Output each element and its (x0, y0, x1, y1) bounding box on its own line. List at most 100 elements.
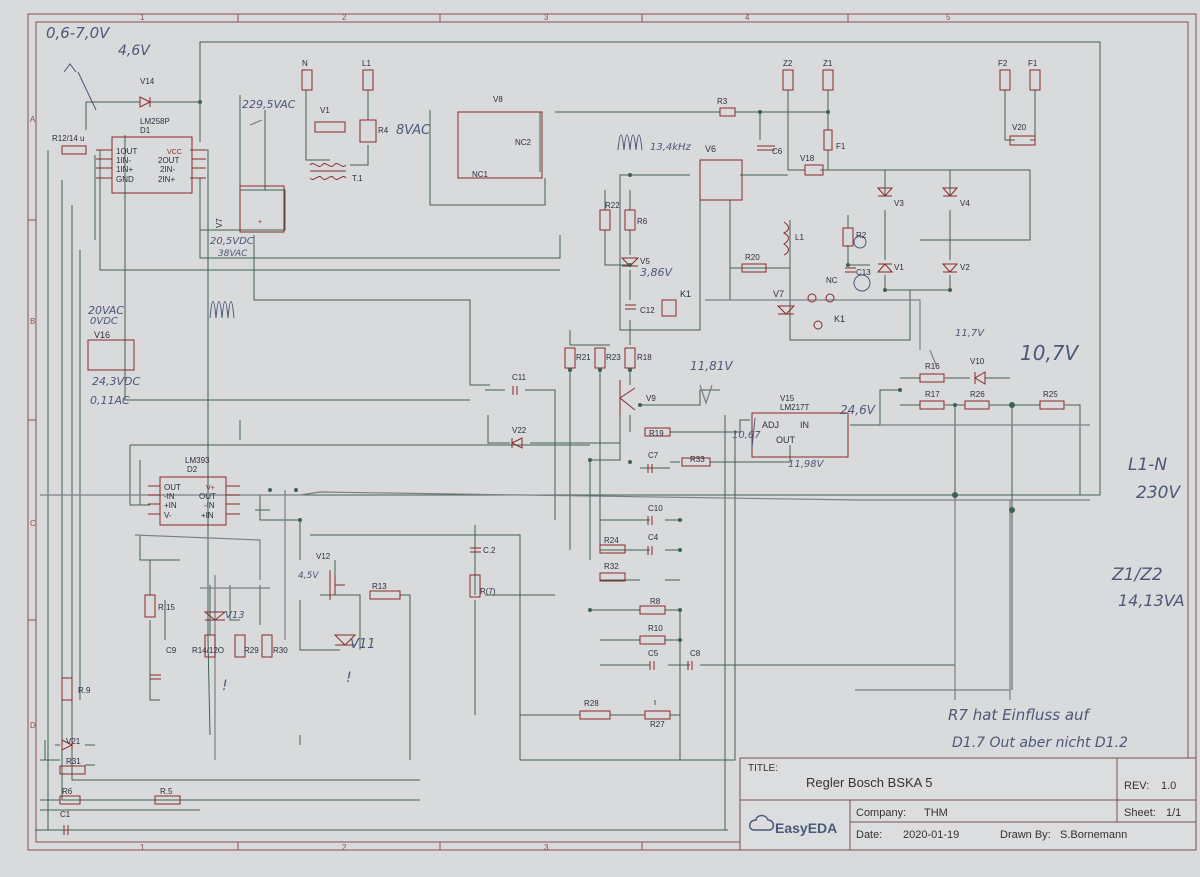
note-top-left-1: 0,6-7,0V (46, 24, 111, 42)
r15-label: R.15 (158, 603, 175, 612)
company-value: THM (924, 807, 948, 819)
k1b-label: K1 (834, 314, 845, 324)
note-v16-volt-3: 24,3VDC (92, 375, 140, 388)
note-r7-line-2: D1.7 Out aber nicht D1.2 (952, 735, 1128, 751)
note-v7-volt-2: 38VAC (218, 249, 248, 259)
nc2-label: NC2 (515, 138, 532, 147)
r6-label: R6 (637, 217, 648, 226)
pencil-traces (40, 119, 1090, 760)
t1-label: T.1 (352, 174, 363, 183)
note-r7-line-1: R7 hat Einfluss auf (948, 706, 1092, 724)
date-value: 2020-01-19 (903, 829, 959, 841)
nc-label: NC (826, 276, 838, 285)
d2-pin: V+ (206, 485, 215, 492)
date-label: Date: (856, 829, 882, 841)
v15-label: V15 (780, 394, 795, 403)
d2-part: LM393 (185, 456, 210, 465)
note-v8-freq: 13,4kHz (650, 142, 692, 153)
r21-label: R21 (576, 353, 591, 362)
note-v10-big: 10,7V (1020, 341, 1080, 365)
r33-label: R33 (690, 455, 705, 464)
d1-pin: 2OUT (158, 156, 179, 165)
note-v16-volt-4: 0,11AC (90, 394, 130, 407)
v5-label: V5 (640, 257, 650, 266)
d1-part: LM258P (140, 117, 170, 126)
easyeda-logo-text: EasyEDA (775, 820, 837, 836)
r22-label: R22 (605, 201, 620, 210)
r31-label: R31 (66, 757, 81, 766)
c10-label: C10 (648, 504, 663, 513)
sheet-frame (27, 13, 1197, 851)
v15-in: IN (800, 420, 809, 430)
z2-label: Z2 (783, 59, 793, 68)
note-v15-adj: 10,67 (732, 430, 761, 441)
component-labels: V14 R12/14 u V1 R4 N L1 T.1 V7 + V8 NC1 … (52, 59, 1058, 819)
r17-label: R17 (925, 390, 940, 399)
regulator-v15: V15 LM217T ADJ IN OUT (751, 394, 849, 458)
r23-label: R23 (606, 353, 621, 362)
c8-label: C8 (690, 649, 701, 658)
col-number: 1 (140, 13, 145, 22)
col-number: 1 (140, 843, 145, 852)
r27-label: R27 (650, 720, 665, 729)
v9-label: V9 (646, 394, 656, 403)
v20-label: V20 (1012, 123, 1027, 132)
drawn-value: S.Bornemann (1060, 829, 1127, 841)
row-letter: D (30, 721, 36, 730)
d1-label: D1 (140, 126, 151, 135)
c13-label: C13 (856, 268, 871, 277)
d2-pin: +IN (164, 501, 177, 510)
r13-label: R13 (372, 582, 387, 591)
chip-d1: LM258P D1 1OUT 1IN- 1IN+ GND VCC 2OUT 2I… (96, 117, 206, 194)
r30-label: R30 (273, 646, 288, 655)
r2-label: R2 (856, 231, 867, 240)
col-number: 2 (342, 843, 347, 852)
note-v7-volt: 20,5VDC (210, 236, 254, 247)
sheet-value: 1/1 (1166, 807, 1181, 819)
d2-pin: OUT (164, 483, 181, 492)
title-block: TITLE: Regler Bosch BSKA 5 REV: 1.0 Comp… (739, 757, 1197, 851)
r20-label: R20 (745, 253, 760, 262)
r9-label: R.9 (78, 686, 91, 695)
note-v16-volt-2: 0VDC (90, 316, 118, 327)
c2-label: C.2 (483, 546, 496, 555)
note-z1z2: Z1/Z2 (1111, 565, 1163, 585)
v10-label: V10 (970, 357, 985, 366)
d2-label: D2 (187, 465, 198, 474)
r25-label: R25 (1043, 390, 1058, 399)
r6b-label: R6 (62, 787, 73, 796)
d2-pin: -IN (204, 501, 215, 510)
chip-d2: LM393 D2 OUT -IN +IN V- V+ OUT -IN +IN (148, 456, 240, 526)
c1-label: C1 (60, 810, 71, 819)
v16-label: V16 (94, 330, 110, 340)
sheet-label: Sheet: (1124, 807, 1156, 819)
col-number: 3 (544, 843, 549, 852)
col-number: 3 (544, 13, 549, 22)
r32-label: R32 (604, 562, 619, 571)
junctions (198, 100, 1015, 642)
row-letter: B (30, 317, 35, 326)
r16-label: R16 (925, 362, 940, 371)
note-v10-small: 11,7V (955, 328, 985, 339)
title-value: Regler Bosch BSKA 5 (806, 775, 932, 790)
z1-label: Z1 (823, 59, 833, 68)
v4-label: V4 (960, 199, 970, 208)
d2-pin: OUT (199, 492, 216, 501)
v18-label: V18 (800, 154, 815, 163)
wires (35, 41, 1101, 831)
nc1-label: NC1 (472, 170, 489, 179)
v3-label: V3 (894, 199, 904, 208)
r19-label: R19 (649, 429, 664, 438)
r26-label: R26 (970, 390, 985, 399)
v12-label: V12 (316, 552, 331, 561)
note-v15-in: 24,6V (840, 403, 876, 417)
note-v12-volt: 4,5V (298, 571, 319, 581)
v14-label: V14 (140, 77, 155, 86)
k1-label: K1 (680, 289, 691, 299)
col-number: 5 (946, 13, 951, 22)
r4-label: R4 (378, 126, 389, 135)
note-l1n: L1-N (1128, 455, 1167, 475)
row-letter: C (30, 519, 36, 528)
row-letter: A (30, 115, 36, 124)
col-number: 4 (745, 13, 750, 22)
